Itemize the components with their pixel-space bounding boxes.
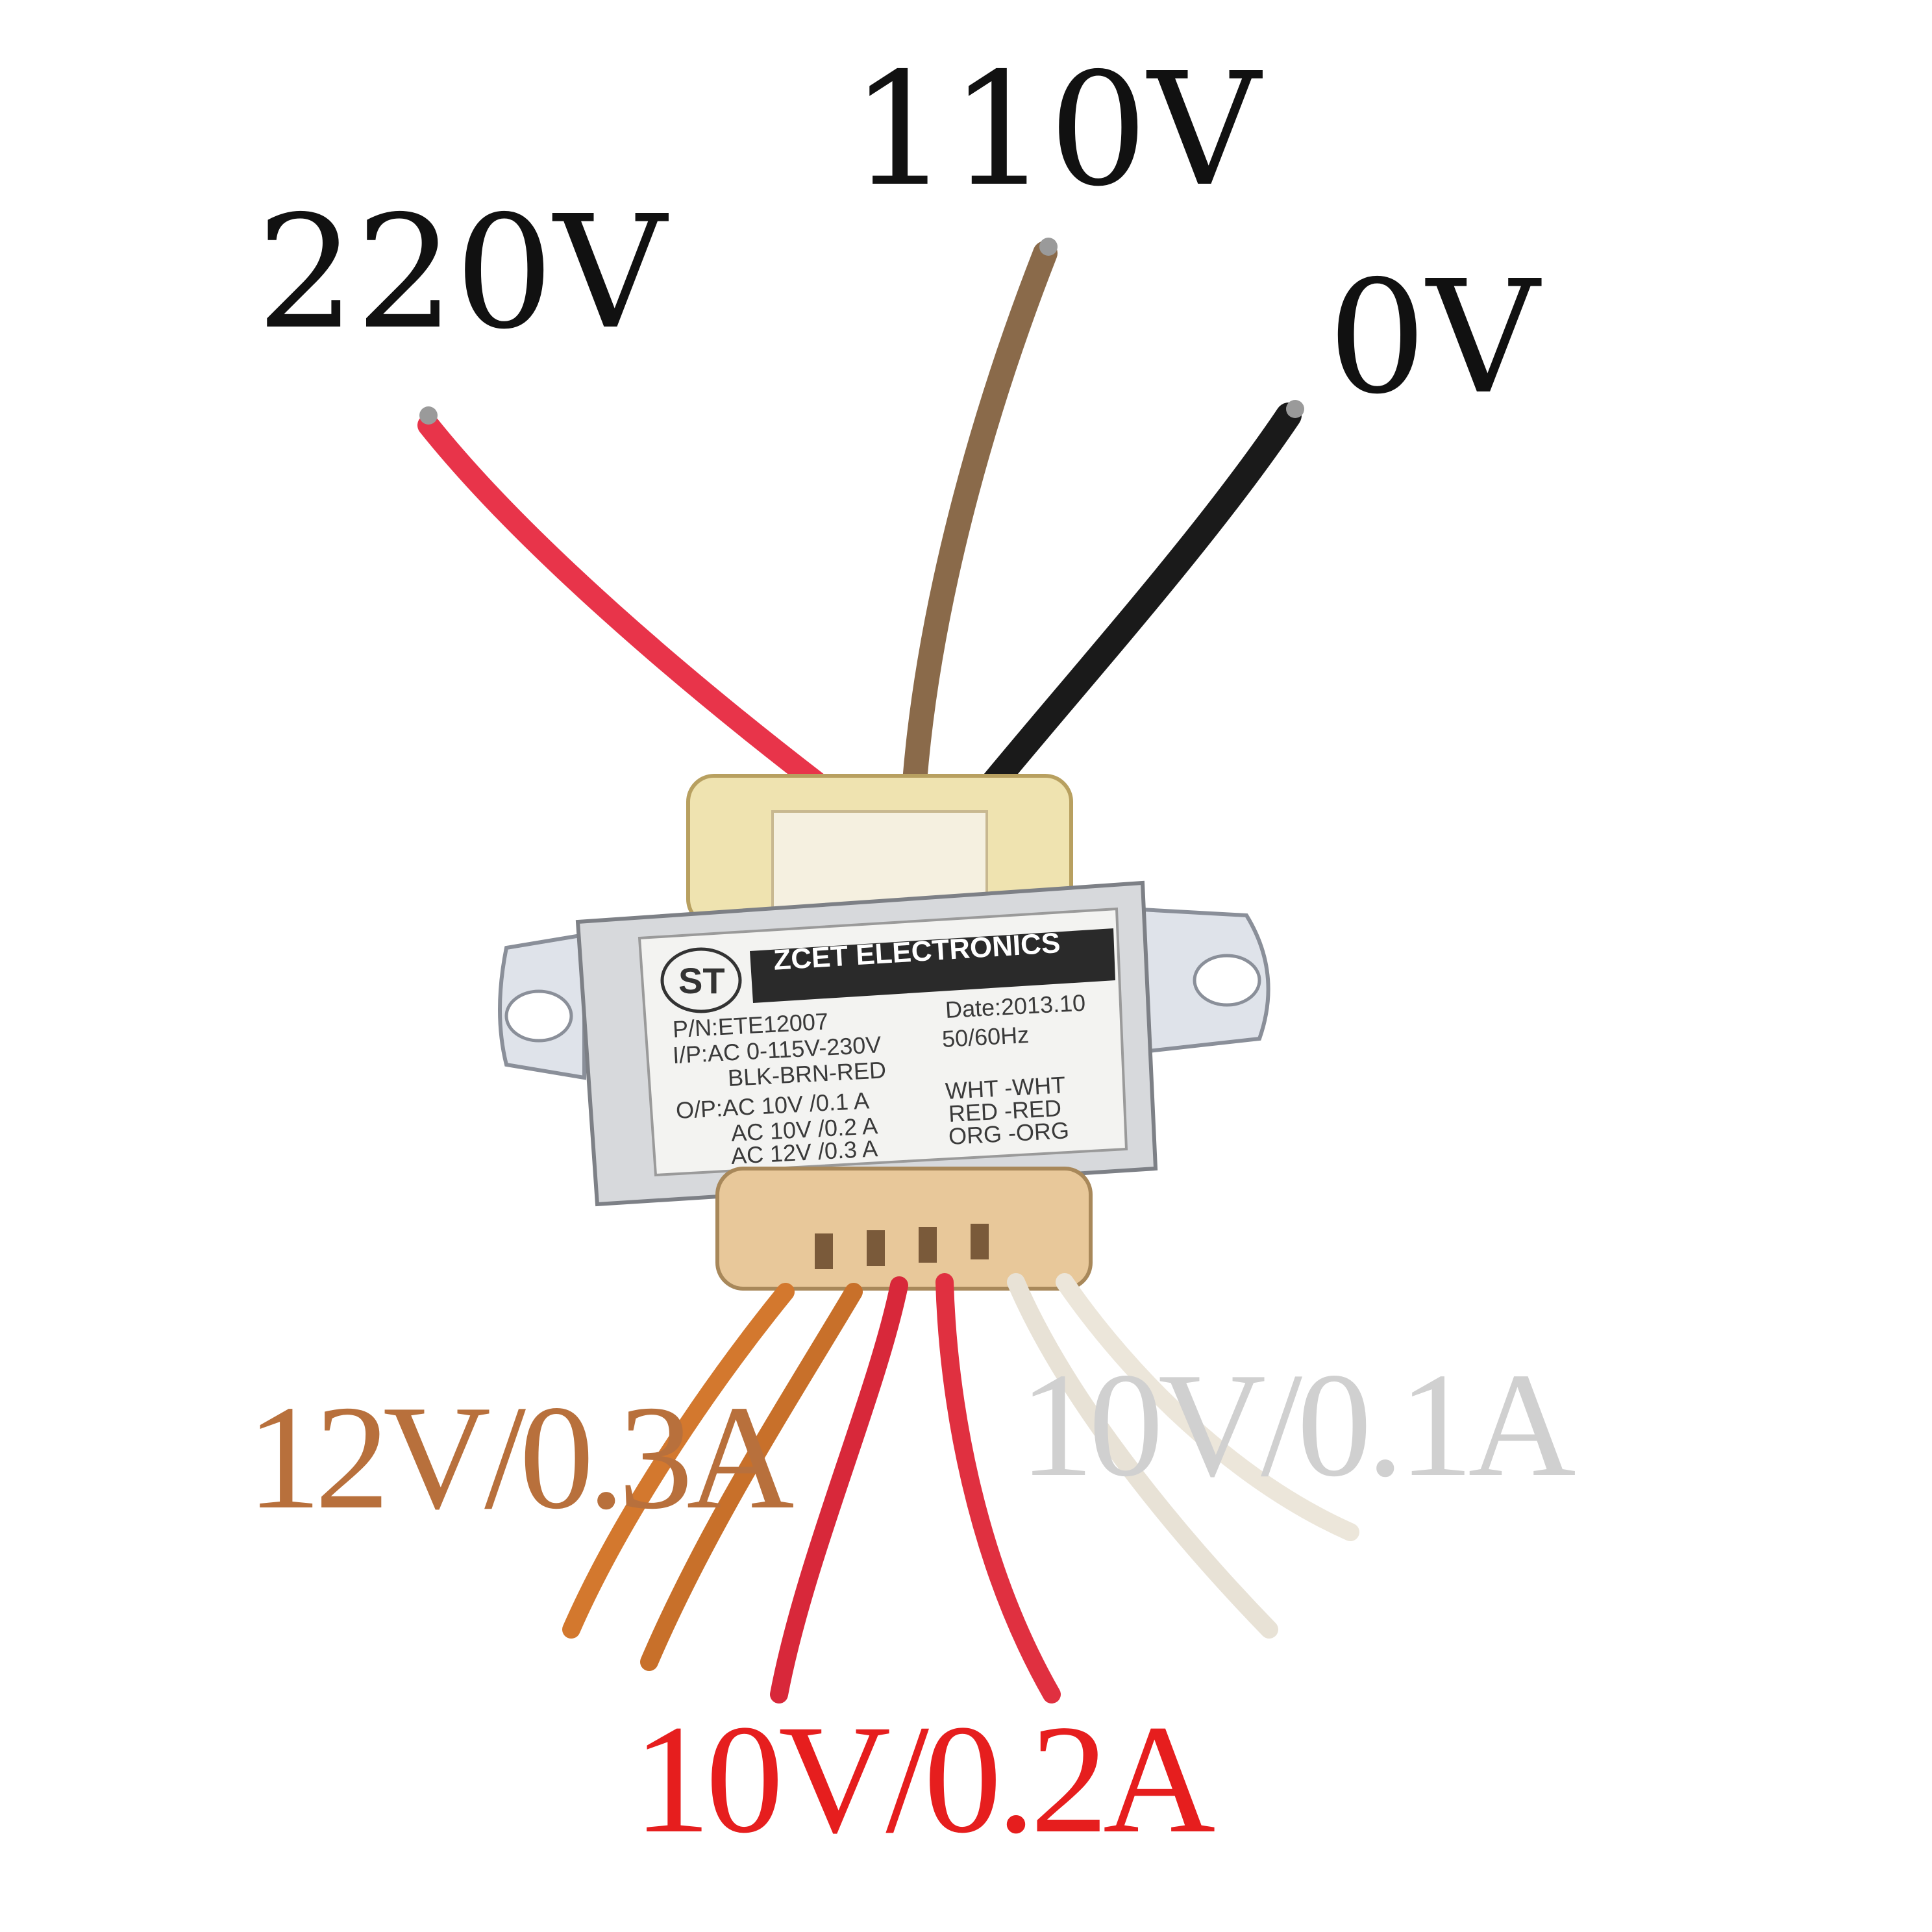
brand-bar [750,928,1115,1003]
callout-12v-0-3a: 12V/0.3A [247,1374,795,1540]
wire-white-2 [1056,1273,1359,1541]
callout-10v-0-2a: 10V/0.2A [633,1692,1215,1865]
wire-red-220v [417,414,874,829]
wire-brown-110v [900,241,1058,834]
wire-black-0v [954,402,1302,828]
svg-text:ST: ST [678,960,725,1001]
wire-orange-2 [640,1283,863,1671]
callout-110v: 110V [850,39,1261,221]
wire-red-out-2 [935,1273,1061,1703]
brand-logo [660,947,742,1013]
callout-220v: 220V [256,182,667,364]
label-freq: 50/60Hz [941,1021,1030,1052]
callout-0v: 0V [1328,247,1540,428]
wire-white-1 [1007,1273,1278,1639]
bobbin-bottom [715,1167,1093,1291]
wire-red-out-1 [770,1276,908,1703]
wire-orange-1 [562,1283,795,1639]
callout-10v-0-1a: 10V/0.1A [1019,1342,1576,1507]
